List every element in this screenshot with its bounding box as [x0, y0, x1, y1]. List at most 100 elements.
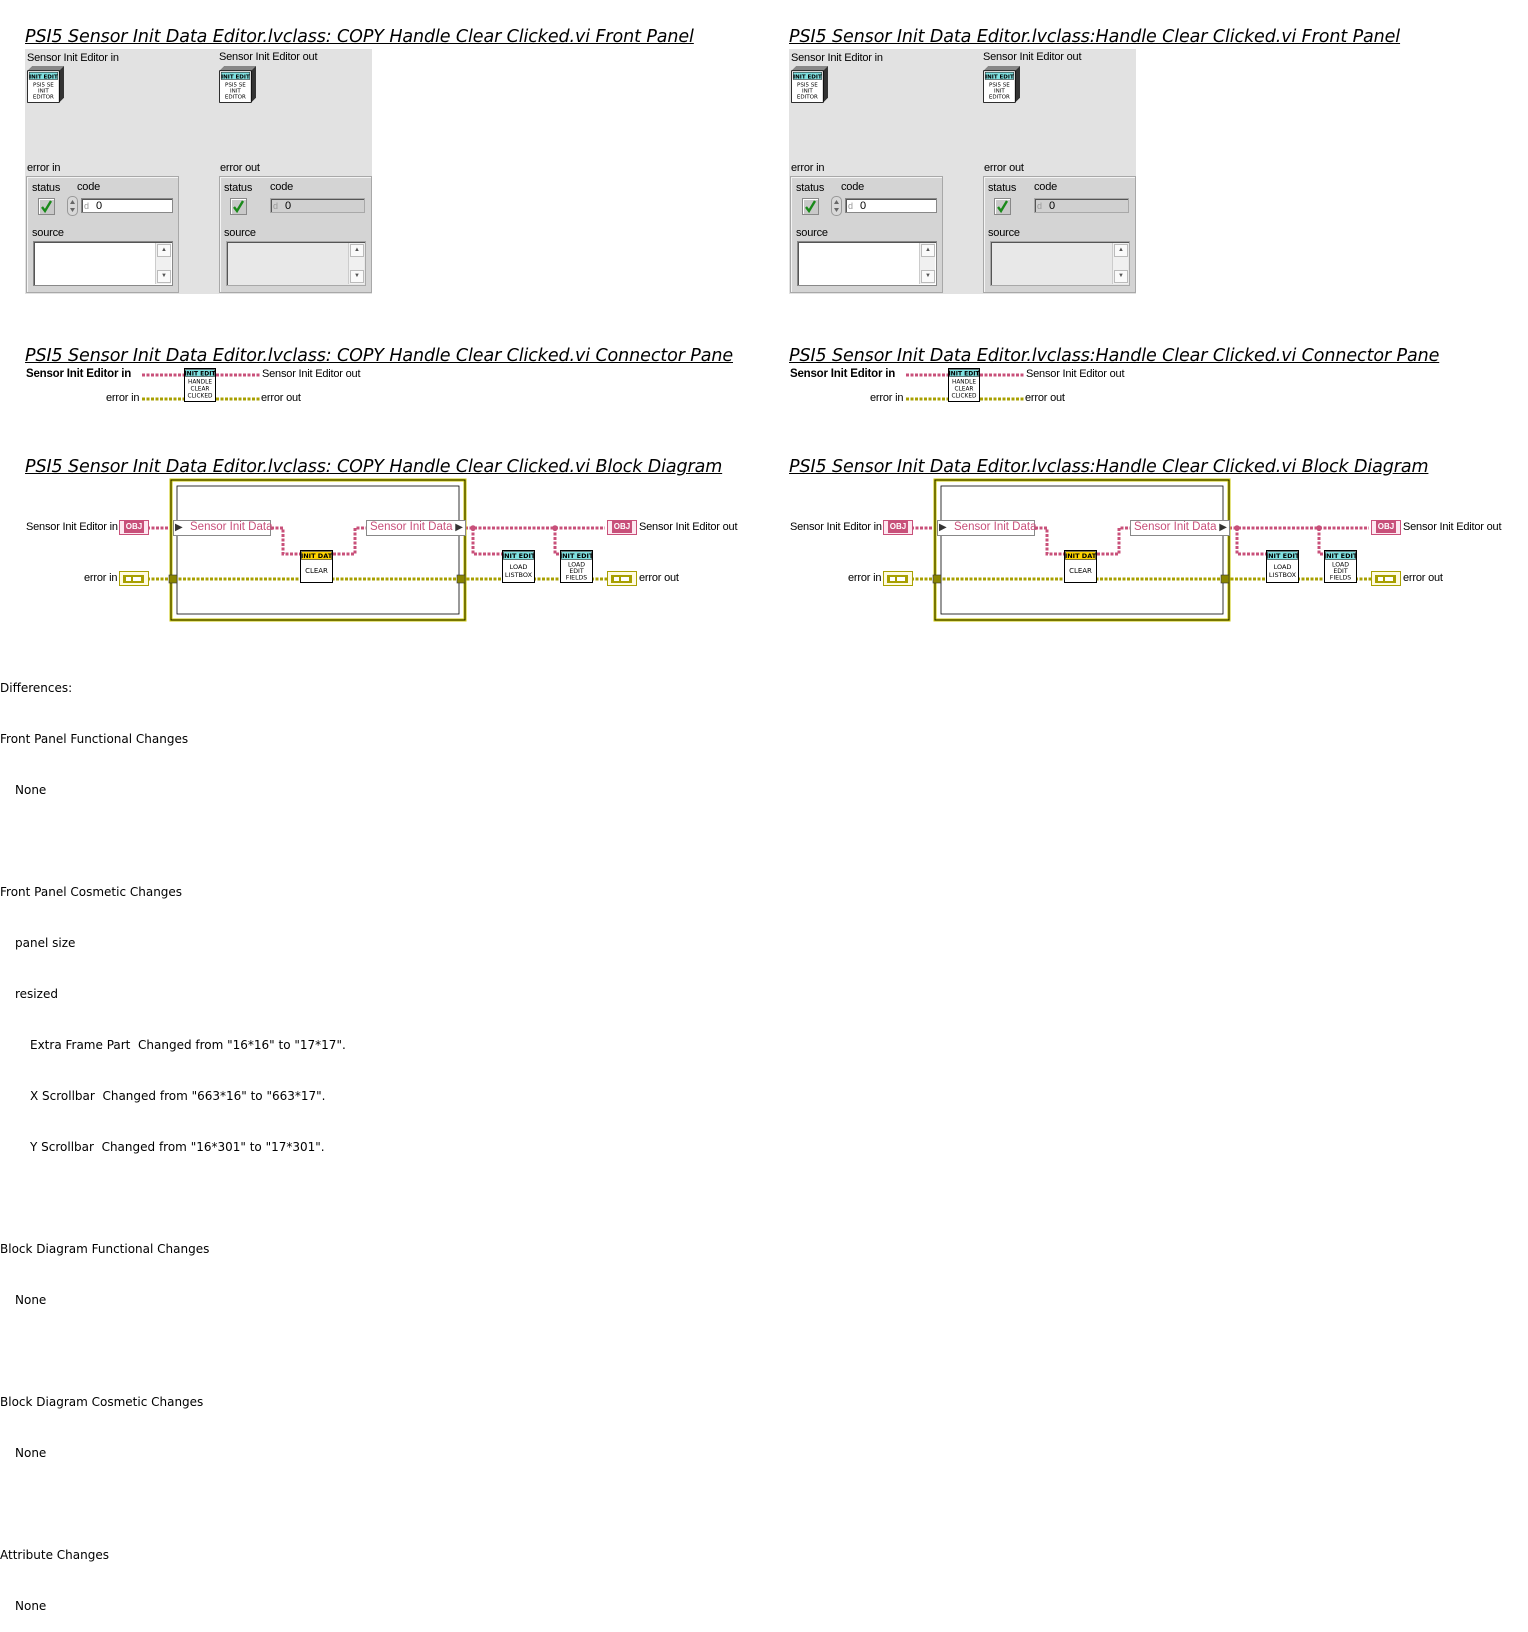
svg-text:INIT EDIT: INIT EDIT	[29, 74, 58, 80]
load-listbox-subvi[interactable]: INIT EDIT LOAD LISTBOX	[1266, 550, 1300, 588]
bd-error-out-terminal[interactable]	[1371, 571, 1401, 586]
bd-cosmetic-value: None	[15, 1446, 47, 1460]
scroll-up-icon[interactable]: ▲	[1114, 244, 1128, 257]
status-checkbox[interactable]	[38, 198, 55, 215]
unbundle-by-name-node[interactable]: ▶ Sensor Init Data	[173, 520, 272, 536]
fp-functional-value: None	[15, 783, 47, 797]
svg-text:INIT: INIT	[38, 89, 49, 95]
spin-arrows-icon	[834, 200, 839, 212]
load-listbox-icon: INIT EDIT LOAD LISTBOX	[1266, 550, 1300, 583]
svg-text:INIT: INIT	[994, 89, 1005, 95]
bd-error-in-label: error in	[84, 572, 118, 584]
bd-editor-out-terminal[interactable]: OBJ	[1371, 520, 1401, 535]
svg-text:HANDLE: HANDLE	[952, 380, 976, 386]
scroll-down-icon[interactable]: ▼	[157, 270, 171, 283]
bd-editor-out-terminal[interactable]: OBJ	[607, 520, 637, 535]
checkmark-icon	[233, 200, 245, 214]
code-label: code	[1034, 181, 1058, 193]
bd-editor-in-label: Sensor Init Editor in	[790, 521, 882, 533]
left-connector-pane: Sensor Init Editor in Sensor Init Editor…	[25, 367, 365, 407]
source-label: source	[224, 227, 256, 239]
spin-arrows-icon	[70, 200, 75, 212]
svg-text:INIT EDIT: INIT EDIT	[184, 370, 216, 377]
scroll-up-icon[interactable]: ▲	[157, 244, 171, 257]
load-edit-fields-subvi[interactable]: INIT EDIT LOAD EDIT FIELDS	[560, 550, 594, 588]
status-label: status	[988, 182, 1017, 194]
svg-text:INIT EDIT: INIT EDIT	[793, 74, 822, 80]
scroll-down-icon[interactable]: ▼	[1114, 270, 1128, 283]
clear-subvi[interactable]: INIT DAT CLEAR	[1064, 550, 1097, 588]
source-scrollbar[interactable]: ▲ ▼	[919, 243, 935, 284]
svg-text:PSI5 SE: PSI5 SE	[33, 83, 54, 89]
arrow-right-icon: ▶	[175, 522, 183, 533]
bundle-field: Sensor Init Data	[1134, 521, 1217, 533]
scroll-up-icon[interactable]: ▲	[350, 244, 364, 257]
bd-error-in-terminal[interactable]	[119, 571, 149, 586]
source-scrollbar[interactable]: ▲ ▼	[1112, 243, 1128, 284]
obj-icon: OBJ	[887, 521, 909, 533]
obj-icon: OBJ	[123, 521, 145, 533]
cp-editor-in-label: Sensor Init Editor in	[790, 368, 896, 380]
load-listbox-subvi[interactable]: INIT EDIT LOAD LISTBOX	[502, 550, 536, 588]
code-increment-decrement[interactable]	[831, 196, 842, 216]
scroll-down-icon[interactable]: ▼	[921, 270, 935, 283]
status-checkbox[interactable]	[802, 198, 819, 215]
svg-text:INIT EDIT: INIT EDIT	[1324, 552, 1357, 560]
source-scrollbar[interactable]: ▲ ▼	[155, 243, 171, 284]
editor-in-control[interactable]: INIT EDIT PSI5 SE INIT EDITOR	[26, 66, 64, 109]
radix-indicator: d	[84, 201, 90, 211]
bd-editor-in-terminal[interactable]: OBJ	[119, 520, 149, 535]
obj-icon: OBJ	[1375, 521, 1397, 533]
bundle-by-name-node[interactable]: Sensor Init Data ▶	[1130, 520, 1230, 536]
code-increment-decrement[interactable]	[67, 196, 78, 216]
cp-editor-out-label: Sensor Init Editor out	[262, 368, 361, 380]
error-cluster-icon	[1375, 575, 1396, 583]
arrow-right-icon: ▶	[1219, 522, 1227, 533]
source-input[interactable]: ▲ ▼	[797, 241, 937, 286]
editor-out-indicator: INIT EDIT PSI5 SE INIT EDITOR	[982, 66, 1020, 109]
bd-error-out-label: error out	[639, 572, 679, 584]
svg-text:EDITOR: EDITOR	[225, 94, 246, 100]
svg-text:INIT: INIT	[802, 89, 813, 95]
svg-text:PSI5 SE: PSI5 SE	[797, 83, 818, 89]
code-value: 0	[285, 200, 292, 212]
clear-subvi[interactable]: INIT DAT CLEAR	[300, 550, 333, 588]
clear-icon: INIT DAT CLEAR	[1064, 550, 1097, 583]
source-label: source	[988, 227, 1020, 239]
left-connector-pane-title: PSI5 Sensor Init Data Editor.lvclass: CO…	[25, 346, 733, 366]
bd-error-out-terminal[interactable]	[607, 571, 637, 586]
cp-error-out-label: error out	[261, 392, 301, 404]
editor-in-control[interactable]: INIT EDIT PSI5 SE INIT EDITOR	[790, 66, 828, 109]
code-value: 0	[96, 200, 103, 212]
svg-text:EDIT: EDIT	[1333, 568, 1347, 575]
unbundle-by-name-node[interactable]: ▶ Sensor Init Data	[937, 520, 1037, 536]
bundle-field: Sensor Init Data	[370, 521, 453, 533]
source-label: source	[32, 227, 64, 239]
svg-text:FIELDS: FIELDS	[1330, 575, 1352, 582]
svg-text:HANDLE: HANDLE	[188, 380, 212, 386]
load-edit-fields-subvi[interactable]: INIT EDIT LOAD EDIT FIELDS	[1324, 550, 1358, 588]
bd-editor-in-terminal[interactable]: OBJ	[883, 520, 913, 535]
fp-cosmetic-item: panel size	[15, 936, 76, 950]
svg-text:CLICKED: CLICKED	[952, 394, 977, 400]
scroll-up-icon[interactable]: ▲	[921, 244, 935, 257]
source-scrollbar[interactable]: ▲ ▼	[348, 243, 364, 284]
svg-text:INIT DAT: INIT DAT	[1065, 552, 1097, 560]
svg-text:PSI5 SE: PSI5 SE	[989, 83, 1010, 89]
svg-text:LOAD: LOAD	[1274, 563, 1292, 571]
unbundle-field: Sensor Init Data	[954, 521, 1037, 533]
bd-error-in-terminal[interactable]	[883, 571, 913, 586]
load-edit-fields-icon: INIT EDIT LOAD EDIT FIELDS	[560, 550, 594, 583]
bundle-by-name-node[interactable]: Sensor Init Data ▶	[366, 520, 466, 536]
svg-text:CLEAR: CLEAR	[191, 387, 210, 393]
source-input[interactable]: ▲ ▼	[33, 241, 173, 286]
scroll-down-icon[interactable]: ▼	[350, 270, 364, 283]
editor-out-label: Sensor Init Editor out	[219, 51, 318, 63]
svg-text:INIT EDIT: INIT EDIT	[502, 552, 535, 560]
